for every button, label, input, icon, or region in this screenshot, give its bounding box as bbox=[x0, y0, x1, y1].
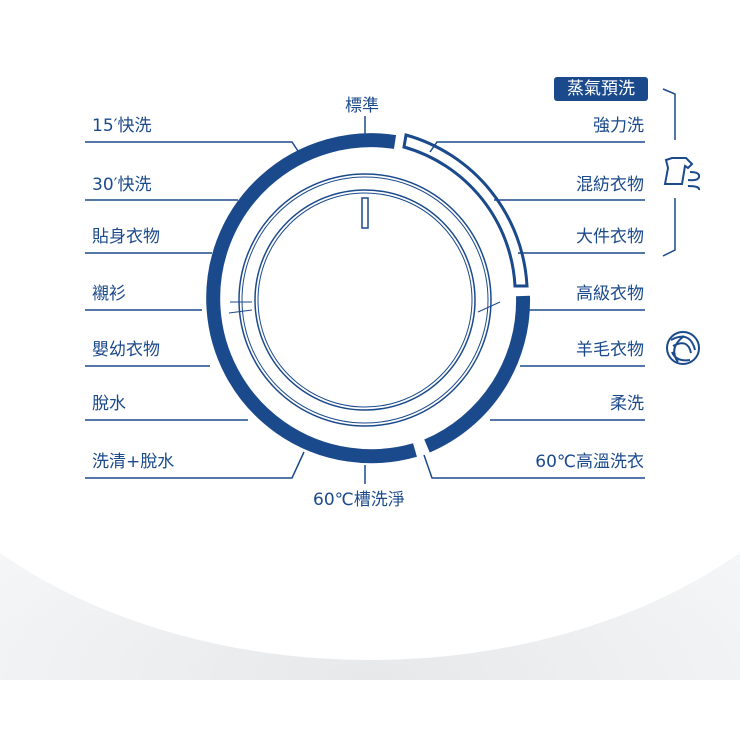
program-label[interactable]: 混紡衣物 bbox=[576, 175, 644, 195]
leader-line bbox=[423, 454, 645, 479]
leader-line bbox=[429, 141, 645, 153]
program-label[interactable]: 洗清+脫水 bbox=[92, 452, 175, 472]
program-label[interactable]: 大件衣物 bbox=[576, 227, 644, 247]
leader-line bbox=[85, 141, 301, 155]
program-label[interactable]: 羊毛衣物 bbox=[576, 340, 644, 360]
program-label-tub-clean[interactable]: 60℃槽洗淨 bbox=[313, 490, 405, 510]
program-label[interactable]: 柔洗 bbox=[610, 394, 644, 414]
program-label[interactable]: 嬰幼衣物 bbox=[92, 340, 160, 360]
steam-bracket bbox=[662, 198, 676, 257]
knob-inner bbox=[254, 189, 476, 411]
program-label[interactable]: 60℃高溫洗衣 bbox=[535, 452, 644, 472]
program-label-standard[interactable]: 標準 bbox=[345, 96, 379, 116]
program-label[interactable]: 30′快洗 bbox=[92, 175, 152, 195]
steam-prewash-badge: 蒸氣預洗 bbox=[554, 77, 648, 101]
program-label[interactable]: 脫水 bbox=[92, 394, 126, 414]
ring-segment-outline bbox=[402, 133, 529, 288]
ring-segment bbox=[424, 295, 531, 453]
program-label[interactable]: 襯衫 bbox=[92, 284, 126, 304]
program-label[interactable]: 高級衣物 bbox=[576, 284, 644, 304]
steam-bracket bbox=[662, 88, 676, 140]
wool-mark-icon bbox=[666, 331, 700, 365]
steam-shirt-icon bbox=[663, 157, 701, 191]
knob-outer[interactable] bbox=[238, 173, 492, 427]
program-label[interactable]: 強力洗 bbox=[593, 116, 644, 136]
knob-pointer bbox=[361, 197, 369, 229]
leader-line bbox=[85, 451, 305, 479]
ring-segment bbox=[206, 133, 417, 464]
program-label[interactable]: 15′快洗 bbox=[92, 116, 152, 136]
program-label[interactable]: 貼身衣物 bbox=[92, 227, 160, 247]
